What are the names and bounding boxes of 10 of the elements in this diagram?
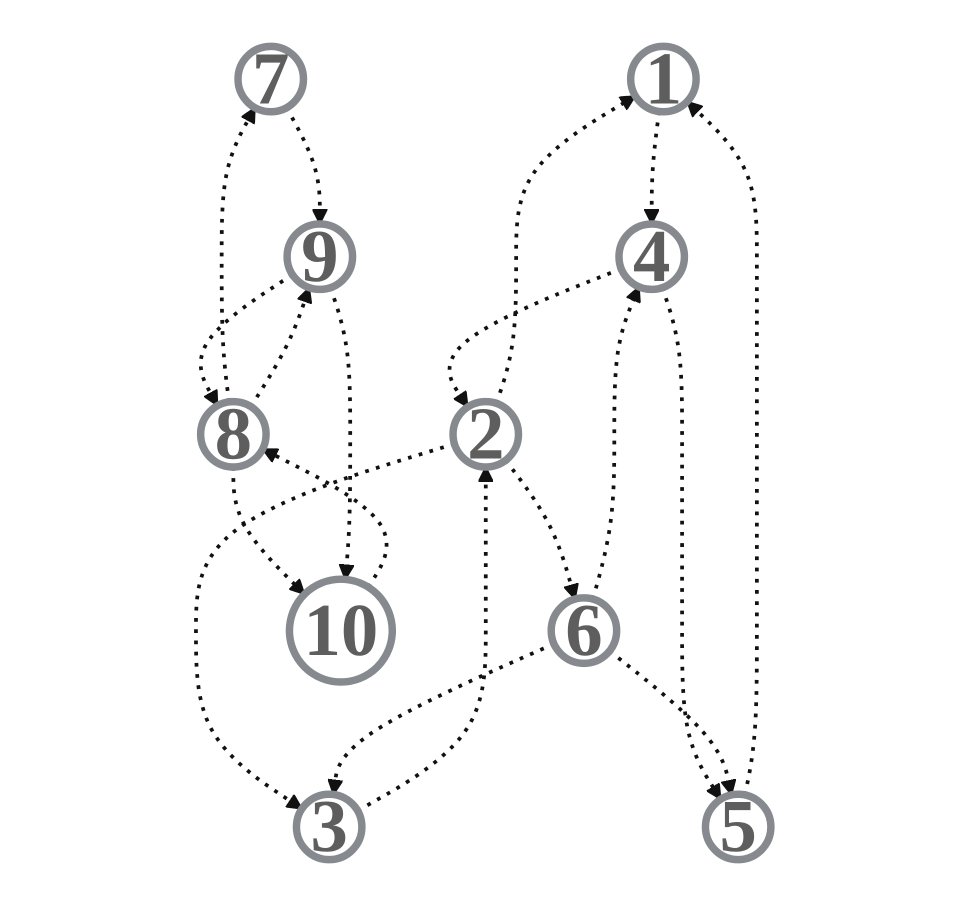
node-circle: 3: [292, 790, 366, 864]
node-circle: 8: [196, 398, 270, 471]
node-circle: 4: [614, 220, 688, 294]
node-circle: 9: [282, 220, 356, 294]
node-circle: 5: [701, 790, 774, 864]
node-circle: 7: [234, 42, 307, 116]
node-circle: 2: [448, 398, 522, 471]
node-circle: 1: [626, 42, 700, 116]
node-circle: 6: [547, 594, 620, 668]
node-circle: 10: [285, 575, 396, 686]
